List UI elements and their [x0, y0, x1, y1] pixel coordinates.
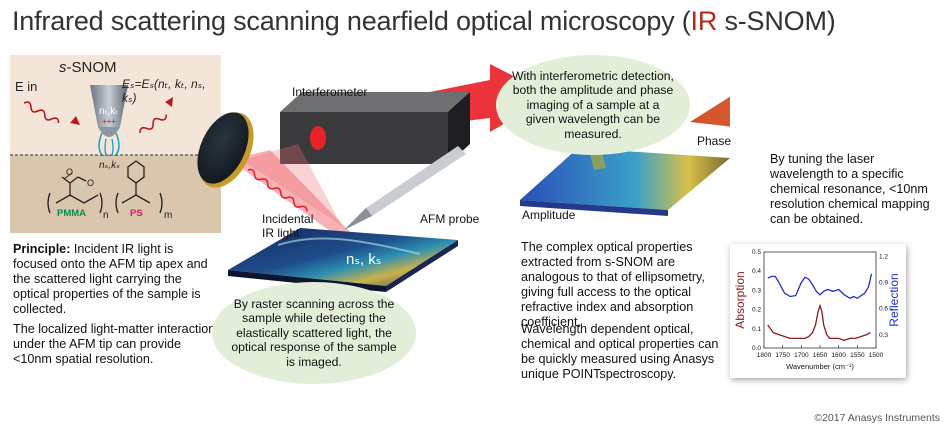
s-snom-schematic: O O: [10, 85, 221, 233]
y-left-tick-label: 0.2: [752, 307, 761, 314]
y-right-tick-label: 1.2: [879, 253, 888, 260]
mirror: [197, 112, 249, 184]
x-tick-label: 1800: [757, 352, 772, 359]
x-tick-label: 1600: [831, 352, 846, 359]
x-tick-label: 1750: [775, 352, 790, 359]
sample-charge-minus: − − −: [100, 151, 119, 160]
copyright: ©2017 Anasys Instruments: [814, 412, 940, 424]
ps-label: PS: [130, 208, 143, 219]
y-left-tick-label: 0.0: [752, 345, 761, 352]
y-right-tick-label: 0.9: [879, 280, 888, 287]
x-tick-label: 1500: [869, 352, 884, 359]
tuning-text: By tuning the laser wavelength to a spec…: [770, 152, 930, 226]
x-tick-label: 1550: [850, 352, 865, 359]
substrate: [10, 155, 221, 233]
field-equation: Eₛ=Eₛ(nₜ, kₜ, nₛ, kₛ): [122, 77, 206, 105]
x-tick-label: 1650: [813, 352, 828, 359]
y-right-tick-label: 0.6: [879, 306, 888, 313]
afm-probe-label: AFM probe: [420, 212, 480, 226]
incidental-ir-label: Incidental IR light: [262, 212, 314, 240]
y-left-tick-label: 0.4: [752, 268, 761, 275]
s-snom-inset: O O s-SNOM E in Eₛ=Eₛ(nₜ, kₜ, nₛ, kₛ) nₜ…: [10, 55, 221, 233]
e-in-label: E in: [15, 79, 38, 94]
sample-nk-label: nₛ, kₛ: [346, 251, 382, 268]
s-snom-heading: s-SNOM: [59, 59, 117, 76]
interferometric-bubble: With interferometric detection, both the…: [496, 55, 690, 155]
y-left-tick-label: 0.3: [752, 287, 761, 294]
afm-probe: [344, 146, 466, 230]
tip-charge-plus: +++: [102, 117, 117, 126]
resolution-text: The localized light-matter interaction u…: [13, 322, 216, 366]
amplitude-label: Amplitude: [522, 208, 576, 222]
pmma-subscript: n: [103, 210, 109, 221]
scattered-wave: [139, 114, 168, 134]
ps-subscript: m: [164, 210, 173, 221]
y-left-axis-label: Absorption: [733, 271, 747, 328]
svg-text:O: O: [66, 167, 73, 177]
interferometer-label: Interferometer: [292, 85, 368, 99]
sample-nk-label: nₛ,kₛ: [99, 160, 120, 171]
polymer-structure: [47, 160, 163, 214]
ellipsometry-text: The complex optical properties extracted…: [521, 240, 705, 329]
afm-tip: [90, 85, 128, 127]
series-line-absorption: [767, 303, 871, 341]
phase-label: Phase: [697, 134, 732, 148]
principle-text: Principle: Incident IR light is focused …: [13, 242, 208, 316]
beam-cone: [230, 150, 350, 238]
page-title: Infrared scattering scanning nearfield o…: [12, 6, 836, 36]
series-line-reflection: [767, 273, 873, 300]
y-right-tick-label: 0.3: [879, 332, 888, 339]
incident-ir-wave: [247, 168, 308, 212]
phase-map: [690, 84, 730, 127]
tip-nk-label: nₜ,kₜ: [99, 106, 119, 117]
incident-wave: [23, 101, 60, 124]
pointspectroscopy-text: Wavelength dependent optical, chemical a…: [521, 322, 719, 381]
interferometer-top: [280, 92, 470, 112]
y-right-axis-label: Reflection: [887, 273, 901, 326]
y-left-tick-label: 0.5: [752, 249, 761, 256]
pmma-label: PMMA: [57, 208, 87, 219]
svg-text:O: O: [87, 178, 94, 188]
x-axis-label: Wavenumber (cm⁻¹): [786, 362, 854, 371]
interferometer-box: [280, 112, 448, 164]
amplitude-map: [520, 148, 730, 210]
y-left-tick-label: 0.1: [752, 326, 761, 333]
raster-scan-bubble: By raster scanning across the sample whi…: [212, 282, 416, 384]
x-tick-label: 1700: [794, 352, 809, 359]
setup-illustration: [197, 64, 730, 292]
plot-frame: [763, 251, 877, 349]
